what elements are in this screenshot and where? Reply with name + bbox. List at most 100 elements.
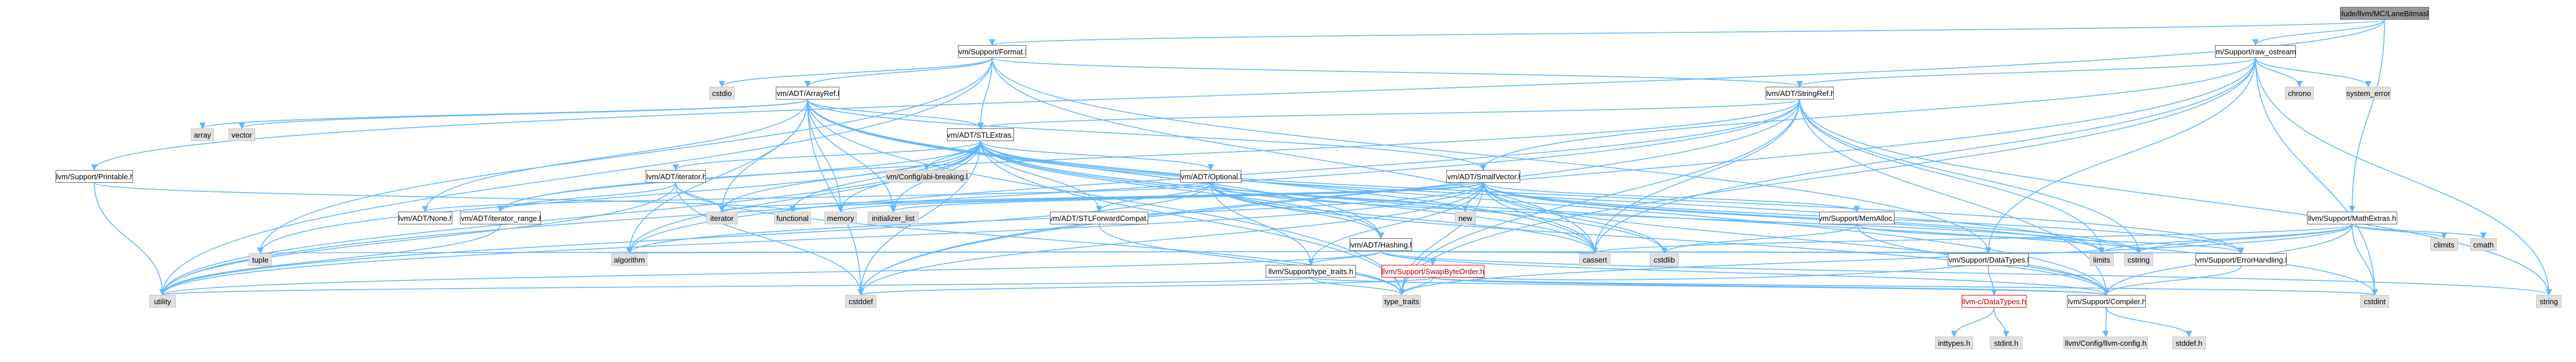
edge-smallvector-to-utility [159,182,1484,296]
edge-optional-to-cstring [1210,182,2142,254]
node-stringref-h[interactable]: llvm/ADT/StringRef.h [1766,87,1834,99]
edge-stlextras-to-tuple [257,141,981,254]
edge-adt_iterator-to-iterator_range [497,182,676,213]
node-type-traits[interactable]: type_traits [1383,295,1421,308]
edge-stlextras-to-hashing [980,141,1384,239]
edge-stringref-to-stlextras [977,99,1800,130]
edge-adt_iterator-to-type_traits [675,182,1405,296]
edge-stringref-to-compiler [1799,99,2110,296]
edge-stlextras-to-limits [980,141,2105,254]
node-cstddef[interactable]: cstddef [845,295,876,308]
node-chrono[interactable]: chrono [2285,87,2314,99]
node-climits[interactable]: climits [2430,238,2458,251]
edge-format-to-tuple [257,57,993,254]
node-lanebitmask-h[interactable]: include/llvm/MC/LaneBitmask.h [2340,7,2429,20]
node-datatypes-h[interactable]: llvm/Support/DataTypes.h [1948,253,2029,266]
edge-adt_iterator-to-utility [159,182,676,296]
edge-stlextras-to-cstdlib [980,141,1668,254]
node-adt-iterator-h[interactable]: llvm/ADT/iterator.h [646,170,706,183]
edge-raw_ostream-to-smallvector [1480,57,2256,171]
node-errorhandling-h[interactable]: llvm/Support/ErrorHandling.h [2195,253,2287,266]
edge-stlextras-to-adt_iterator [672,141,981,171]
node-memalloc-h[interactable]: llvm/Support/MemAlloc.h [1819,212,1895,224]
edge-printable-to-functional [94,182,796,213]
edge-root-to-printable [91,19,2385,171]
edge-stlextras-to-errorhandling [980,141,2245,254]
edge-hashing-to-utility [159,250,1381,296]
node-vector[interactable]: vector [229,128,255,141]
node-utility[interactable]: utility [149,295,176,308]
node-inttypes-h[interactable]: inttypes.h [1935,337,1973,349]
edge-mathextras-to-cstring [2135,224,2353,254]
node-cstdint[interactable]: cstdint [2360,295,2389,308]
edge-stringref-to-limits [1799,99,2105,254]
edge-swapbyteorder-to-type_traits [1398,277,1433,296]
edge-raw_ostream-to-cstddef [857,57,2256,296]
node-memory[interactable]: memory [824,212,857,224]
edge-stlextras-to-optional [980,141,1214,171]
node-stlextras-h[interactable]: llvm/ADT/STLExtras.h [947,128,1014,141]
edge-arrayref-to-vector [238,99,808,130]
node-arrayref-h[interactable]: llvm/ADT/ArrayRef.h [776,87,839,99]
edge-layer [91,19,2552,338]
node-new[interactable]: new [1455,212,1476,224]
node-algorithm[interactable]: algorithm [611,253,647,266]
node-hashing-h[interactable]: llvm/ADT/Hashing.h [1350,238,1412,251]
edge-hashing-to-tuple [260,246,1381,254]
node-tuple[interactable]: tuple [249,253,272,266]
node-llvm-c-datatypes-h[interactable]: llvm-c/DataTypes.h [1962,295,2026,308]
node-stddef-h[interactable]: stddef.h [2172,337,2206,349]
edge-arrayref-to-array [199,99,808,130]
node-support-type-traits-h[interactable]: llvm/Support/type_traits.h [1266,265,1356,278]
node-compiler-h[interactable]: llvm/Support/Compiler.h [2067,295,2146,308]
edge-raw_ostream-to-system_error [2255,57,2372,88]
node-swapbyteorder-h[interactable]: llvm/Support/SwapByteOrder.h [1381,265,1484,278]
node-optional-h[interactable]: llvm/ADT/Optional.h [1180,170,1241,183]
node-stlforwardcompat-h[interactable]: llvm/ADT/STLForwardCompat.h [1050,212,1148,224]
node-system-error[interactable]: system_error [2346,87,2391,99]
node-iterator-range-h[interactable]: llvm/ADT/iterator_range.h [460,212,541,224]
node-string[interactable]: string [2536,295,2562,308]
edge-mathextras-to-cmath [2352,224,2487,239]
node-cstdlib[interactable]: cstdlib [1650,253,1679,266]
edge-arrayref-to-stlextras [807,99,984,130]
edge-mathextras-to-limits [2098,224,2353,254]
node-cstdio[interactable]: cstdio [709,87,735,99]
node-array[interactable]: array [191,128,214,141]
edge-printable-to-utility [94,182,166,296]
edge-mathextras-to-type_traits [1398,224,2353,296]
node-cassert[interactable]: cassert [1579,253,1611,266]
edge-arrayref-to-smallvector [807,99,1487,171]
node-cmath[interactable]: cmath [2470,238,2497,251]
edge-stlextras-to-iterator_range [497,141,981,213]
edge-optional-to-none [422,182,1211,213]
edge-hashing-to-compiler [1380,250,2110,296]
edge-stringref-to-string [1799,99,2552,296]
node-functional[interactable]: functional [774,212,811,224]
edge-format-to-stlextras [977,57,993,130]
node-abi-breaking-h[interactable]: llvm/Config/abi-breaking.h [886,170,968,183]
node-mathextras-h[interactable]: llvm/Support/MathExtras.h [2307,212,2397,224]
node-format-h[interactable]: llvm/Support/Format.h [958,45,1026,58]
node-std-iterator[interactable]: iterator [706,212,738,224]
node-stdint-h[interactable]: stdint.h [1990,337,2022,349]
node-limits[interactable]: limits [2089,253,2114,266]
node-initializer-list[interactable]: initializer_list [868,212,919,224]
node-llvm-config-h[interactable]: llvm/Config/llvm-config.h [2063,337,2148,349]
edge-format-to-cstdio [718,57,993,88]
node-raw-ostream-h[interactable]: llvm/Support/raw_ostream.h [2215,45,2296,58]
edge-optional-to-hashing [1210,182,1384,239]
edge-memalloc-to-cstdlib [1661,224,1858,254]
node-none-h[interactable]: llvm/ADT/None.h [398,212,452,224]
edge-arrayref-to-initializer_list [807,99,897,213]
edge-hashing-to-swapbyteorder [1380,250,1436,266]
edge-iterator_range-to-utility [159,224,501,296]
node-smallvector-h[interactable]: llvm/ADT/SmallVector.h [1446,170,1520,183]
node-cstring[interactable]: cstring [2124,253,2153,266]
edge-errorhandling-to-compiler [2103,265,2242,296]
edge-smallvector-to-cassert [1483,182,1598,254]
edge-stringref-to-cstring [1799,99,2142,254]
edge-type_traits_h-to-utility [160,277,1311,296]
node-printable-h[interactable]: llvm/Support/Printable.h [56,170,133,183]
